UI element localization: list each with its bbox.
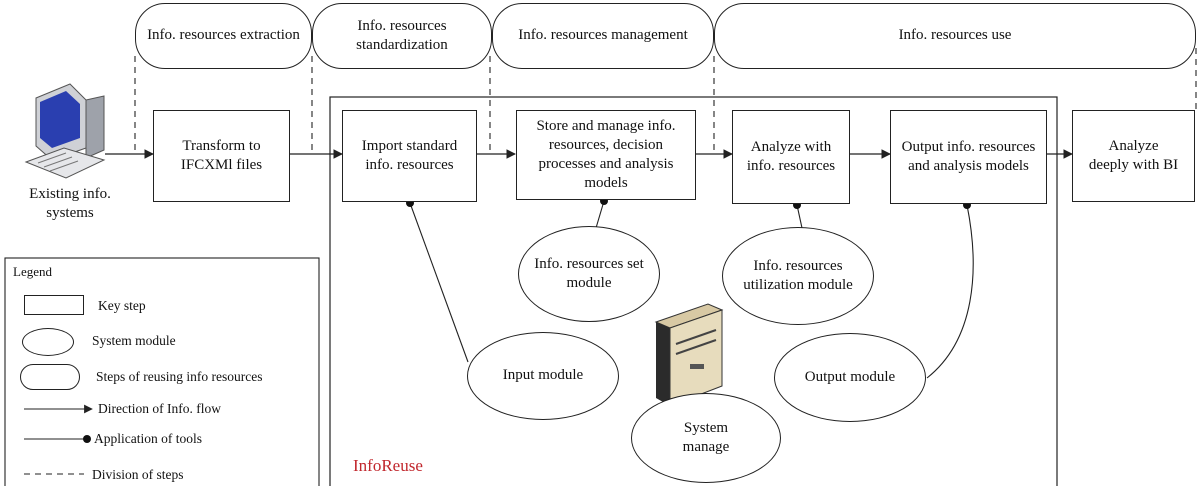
legend-division-label: Division of steps [92, 467, 184, 483]
stage-management-label: Info. resources management [518, 27, 688, 44]
step-transform-label: Transform to IFCXMl files [180, 137, 263, 173]
legend-title: Legend [13, 263, 52, 279]
module-input-label: Input module [502, 367, 584, 384]
step-store-label: Store and manage info. resources, decisi… [536, 117, 676, 192]
step-output-label: Output info. resources and analysis mode… [901, 138, 1036, 174]
step-transform: Transform to IFCXMl files [153, 110, 290, 202]
division-lines [134, 48, 1197, 153]
stage-use: Info. resources use [714, 3, 1196, 69]
step-bi-label: Analyze deeply with BI [1088, 137, 1179, 173]
module-output: Output module [774, 333, 926, 422]
legend-key-step-label: Key step [98, 298, 146, 314]
step-store: Store and manage info. resources, decisi… [516, 110, 696, 200]
step-analyze: Analyze with info. resources [732, 110, 850, 204]
step-analyze-label: Analyze with info. resources [746, 138, 836, 174]
stage-standardization: Info. resources standardization [312, 3, 492, 69]
inforeuse-container [329, 96, 1058, 486]
module-output-label: Output module [804, 368, 896, 385]
stage-extraction-label: Info. resources extraction [147, 27, 300, 44]
legend-reuse-steps-sample [20, 364, 80, 390]
module-utilization-label: Info. resources utilization module [743, 257, 853, 293]
inforeuse-label: InfoReuse [353, 456, 423, 476]
legend-system-module-sample [22, 328, 74, 356]
legend-dot-sample [83, 435, 91, 443]
server-icon [654, 303, 724, 407]
module-utilization: Info. resources utilization module [722, 227, 874, 325]
computer-icon [24, 83, 106, 179]
module-input: Input module [467, 332, 619, 420]
legend-tools-label: Application of tools [94, 431, 202, 447]
legend-info-flow-label: Direction of Info. flow [98, 401, 221, 417]
legend-system-module-label: System module [92, 333, 176, 349]
step-bi: Analyze deeply with BI [1072, 110, 1195, 202]
stage-standardization-label: Info. resources standardization [356, 17, 448, 53]
legend-key-step-sample [24, 295, 84, 315]
module-system: System manage [631, 393, 781, 483]
stage-use-label: Info. resources use [898, 27, 1012, 44]
stage-extraction: Info. resources extraction [135, 3, 312, 69]
tool-lines [409, 200, 974, 379]
module-set: Info. resources set module [518, 226, 660, 322]
existing-systems-label: Existing info. systems [29, 185, 111, 221]
legend-line-samples [24, 404, 93, 475]
module-set-label: Info. resources set module [534, 255, 644, 291]
stage-management: Info. resources management [492, 3, 714, 69]
module-system-label: System manage [682, 419, 730, 455]
step-output: Output info. resources and analysis mode… [890, 110, 1047, 204]
step-import: Import standard info. resources [342, 110, 477, 202]
legend-reuse-steps-label: Steps of reusing info resources [96, 369, 263, 385]
step-import-label: Import standard info. resources [361, 137, 458, 173]
